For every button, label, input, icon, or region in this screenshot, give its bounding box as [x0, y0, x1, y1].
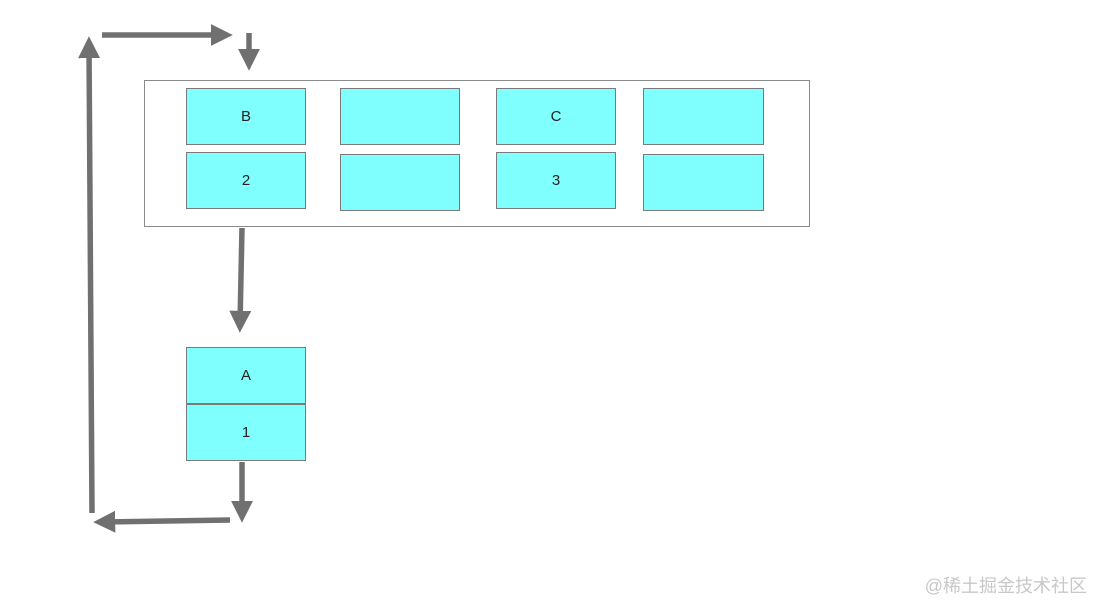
- arrow-left-up: [78, 36, 101, 514]
- watermark: @稀土掘金技术社区: [924, 576, 1087, 596]
- array-cell-r2c4: [643, 154, 764, 211]
- array-cell-r1c1: B: [186, 88, 306, 145]
- array-cell-r1c4: [643, 88, 764, 145]
- node-cell-bottom: 1: [186, 404, 306, 461]
- arrow-bottom-left: [93, 510, 231, 533]
- arrow-array-to-node: [229, 227, 252, 333]
- array-cell-r2c3: 3: [496, 152, 616, 209]
- node-cell-top: A: [186, 347, 306, 404]
- array-cell-r1c2: [340, 88, 460, 145]
- array-cell-r1c3: C: [496, 88, 616, 145]
- array-cell-r2c2: [340, 154, 460, 211]
- array-cell-r2c1: 2: [186, 152, 306, 209]
